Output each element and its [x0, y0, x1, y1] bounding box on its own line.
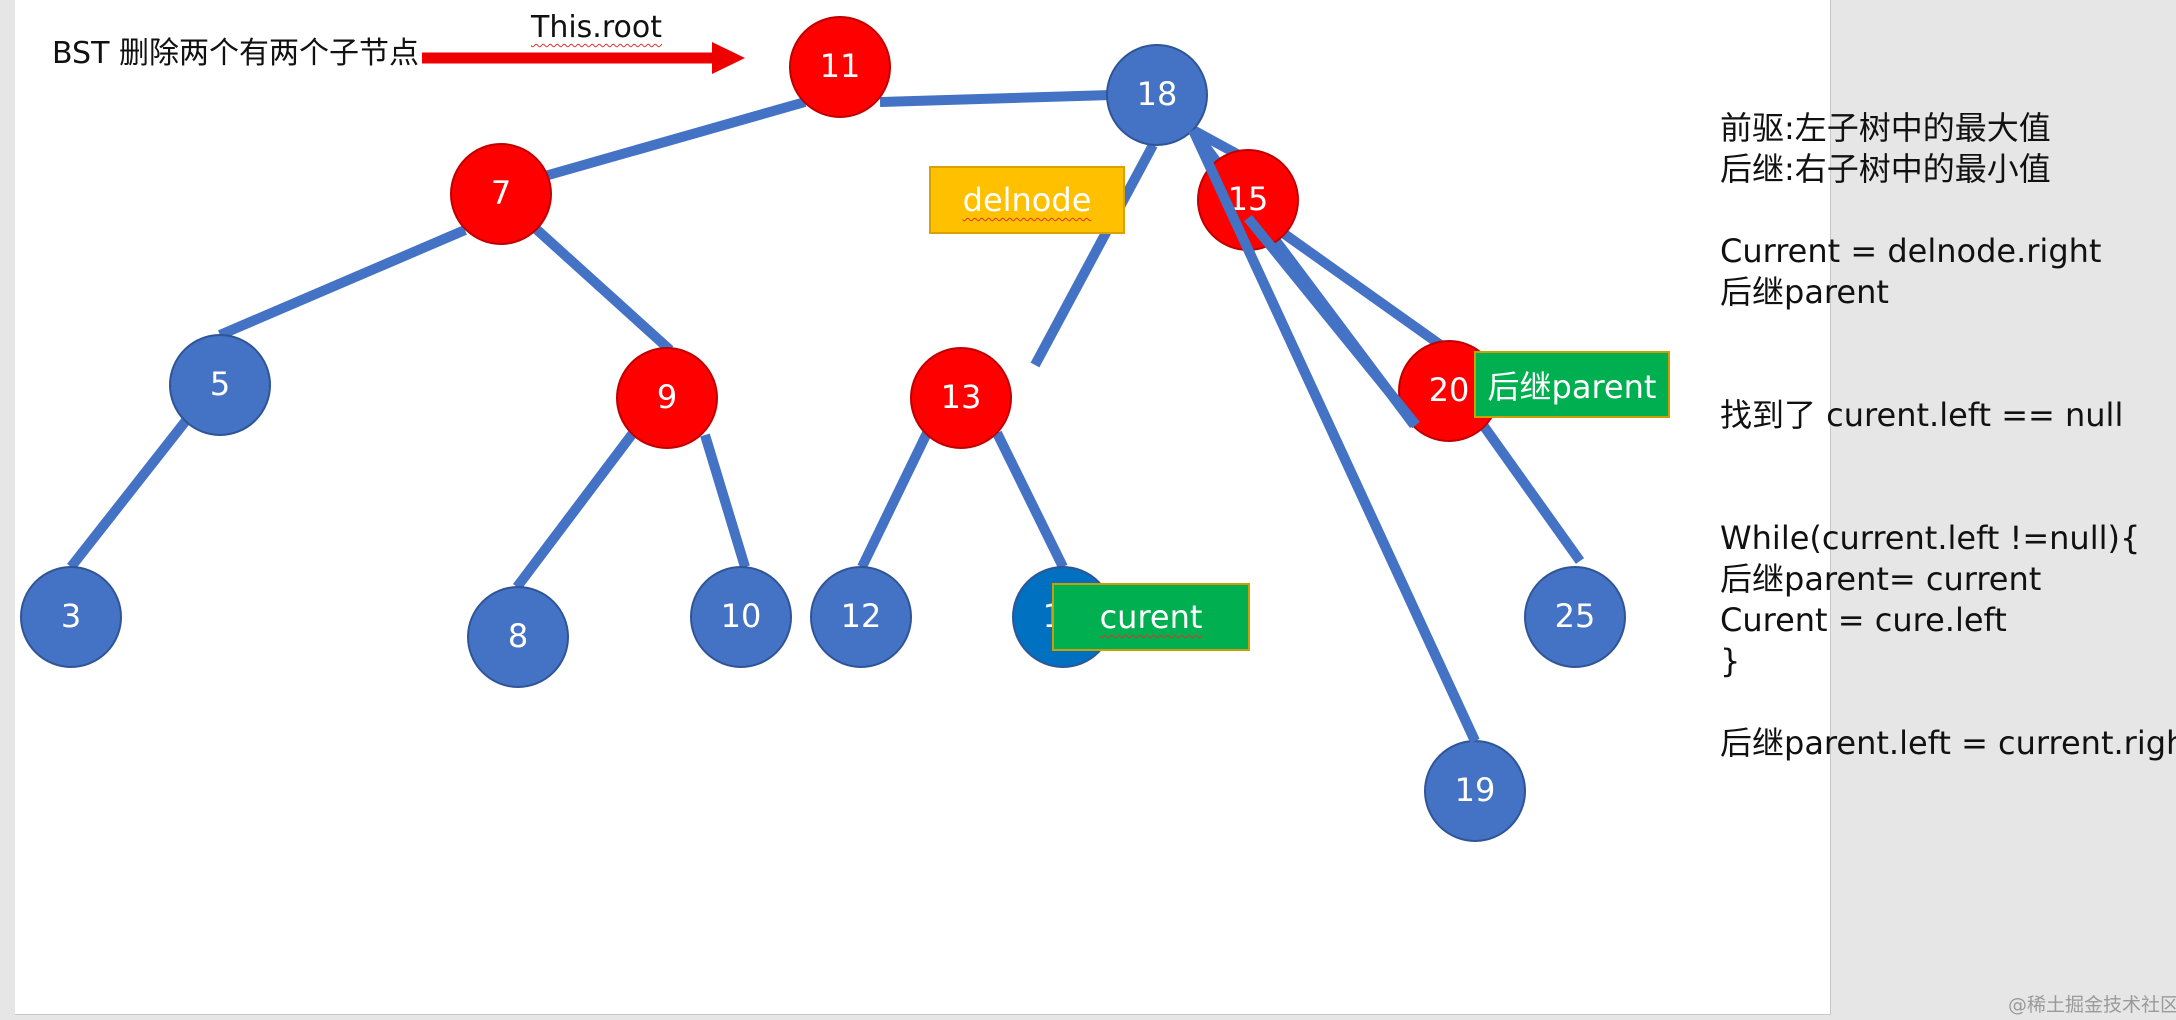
tree-node-8: 8	[467, 586, 569, 688]
tree-node-3: 3	[20, 566, 122, 668]
edge-7-9	[531, 224, 674, 354]
tree-node-12: 12	[810, 566, 912, 668]
edge-9-10	[700, 433, 750, 569]
node-label: 8	[508, 617, 528, 655]
tree-node-7: 7	[450, 143, 552, 245]
watermark: @稀土掘金技术社区	[2008, 994, 2176, 1016]
edge-18-20-overlay	[1244, 214, 1420, 429]
note-line: Current = delnode.right	[1720, 232, 2102, 270]
note-line: 找到了 curent.left == null	[1720, 396, 2124, 434]
tree-node-5: 5	[169, 334, 271, 436]
node-label: 5	[210, 365, 230, 403]
root-label: This.root	[531, 10, 662, 45]
note-line: 后继parent.left = current.right	[1720, 724, 2176, 762]
node-circle	[467, 586, 569, 688]
node-label: 9	[657, 378, 677, 416]
node-circle	[616, 347, 718, 449]
node-label: 25	[1555, 597, 1596, 635]
edge-13-12	[857, 430, 932, 570]
note-line	[1720, 313, 2176, 354]
nodes-layer: 1118715591320381012142519	[20, 16, 1626, 842]
tree-node-10: 10	[690, 566, 792, 668]
node-circle	[1524, 566, 1626, 668]
note-line	[1720, 682, 2176, 723]
note-line: 后继parent	[1720, 273, 1889, 311]
note-line	[1720, 477, 2176, 518]
node-circle	[450, 143, 552, 245]
tree-node-25: 25	[1524, 566, 1626, 668]
node-label: 7	[491, 174, 511, 212]
edge-15-20	[1280, 228, 1452, 356]
tree-node-19: 19	[1424, 740, 1526, 842]
tree-node-9: 9	[616, 347, 718, 449]
edge-20-25	[1478, 422, 1585, 564]
node-label: 10	[721, 597, 762, 635]
delnode-tag-label: delnode	[962, 181, 1092, 219]
edge-11-7	[543, 97, 807, 181]
edge-7-5	[218, 225, 467, 340]
edge-18-13	[1030, 142, 1158, 368]
node-circle	[690, 566, 792, 668]
tree-node-18: 18	[1106, 44, 1208, 146]
node-circle	[910, 347, 1012, 449]
node-label: 11	[820, 47, 861, 85]
node-label: 12	[841, 597, 882, 635]
node-label: 19	[1455, 771, 1496, 809]
edge-9-8	[513, 429, 637, 591]
note-line: 后继parent= current	[1720, 560, 2042, 598]
tree-node-11: 11	[789, 16, 891, 118]
note-line: Curent = cure.left	[1720, 601, 2007, 639]
note-line: }	[1720, 642, 1741, 680]
note-line: 前驱:左子树中的最大值	[1720, 109, 2051, 147]
root-arrow	[422, 42, 745, 74]
current-tag-label: curent	[1099, 598, 1203, 636]
delnode-tag: delnode	[929, 166, 1125, 234]
node-label: 20	[1429, 371, 1470, 409]
node-circle	[20, 566, 122, 668]
note-line	[1720, 190, 2176, 231]
note-line: 后继:右子树中的最小值	[1720, 150, 2051, 188]
note-line: While(current.left !=null){	[1720, 519, 2141, 557]
slide-canvas	[15, 0, 1831, 1015]
tree-node-13: 13	[910, 347, 1012, 449]
node-circle	[789, 16, 891, 118]
edge-11-18	[879, 90, 1112, 107]
node-label: 18	[1137, 75, 1178, 113]
successor-parent-tag: 后继parent	[1474, 351, 1670, 418]
edge-13-14	[992, 430, 1068, 570]
node-label: 3	[61, 597, 81, 635]
current-tag: curent	[1052, 583, 1250, 651]
note-line	[1720, 436, 2176, 477]
node-circle	[1106, 44, 1208, 146]
note-line	[1720, 354, 2176, 395]
edge-5-3	[67, 414, 192, 571]
notes-panel: 前驱:左子树中的最大值 后继:右子树中的最小值 Current = delnod…	[1720, 108, 2176, 764]
page-title: BST 删除两个有两个子节点	[52, 36, 419, 71]
node-circle	[169, 334, 271, 436]
edge-18-19-overlay	[1188, 127, 1480, 744]
successor-parent-tag-label: 后继parent	[1487, 367, 1657, 406]
node-label: 13	[941, 378, 982, 416]
node-circle	[810, 566, 912, 668]
